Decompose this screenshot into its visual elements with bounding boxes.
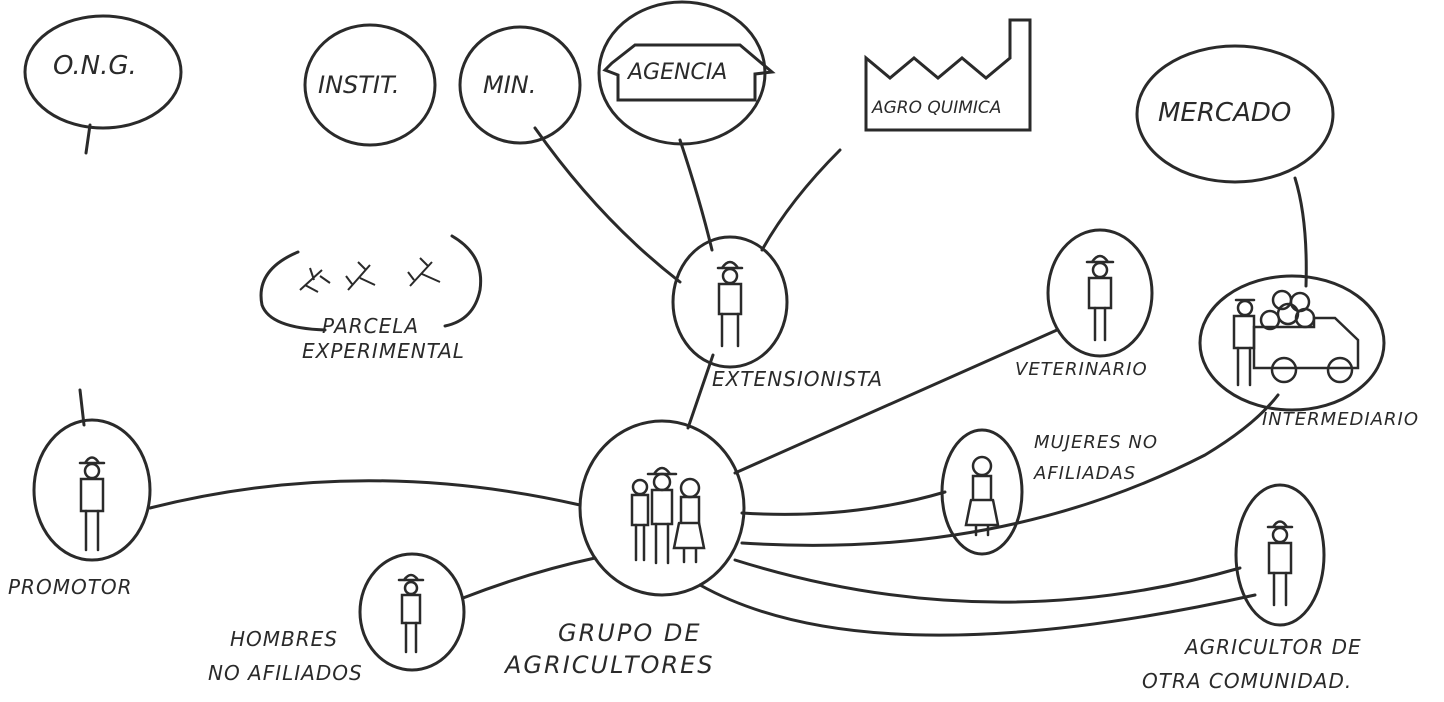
- agencia-label: AGENCIA: [628, 60, 728, 85]
- agencia-house-icon: [602, 43, 776, 102]
- line-mercado-intermediario: [1293, 176, 1308, 288]
- mujeres-person-icon: [964, 455, 1000, 537]
- line-hombres-grupo: [461, 556, 597, 600]
- line-ong: [84, 123, 92, 155]
- agroquimica-label: AGRO QUIMICA: [872, 98, 1002, 118]
- ong-label: O.N.G.: [53, 51, 137, 81]
- parcela-outline: [259, 250, 327, 332]
- veterinario-label: VETERINARIO: [1015, 359, 1148, 380]
- intermediario-node: [1198, 274, 1386, 412]
- hombres-node: [358, 552, 466, 672]
- mujeres-node: [940, 428, 1024, 556]
- line-promotor-grupo: [148, 479, 582, 510]
- grupo-label-2: AGRICULTORES: [505, 651, 715, 679]
- grupo-people-icon: [630, 466, 706, 565]
- grupo-label-1: GRUPO DE: [558, 619, 702, 647]
- mercado-node: [1135, 44, 1335, 184]
- ong-node: [23, 14, 183, 130]
- parcela-label-2: EXPERIMENTAL: [302, 339, 465, 363]
- promotor-label: PROMOTOR: [8, 575, 133, 599]
- intermediario-label: INTERMEDIARIO: [1262, 409, 1420, 430]
- promotor-person-icon: [78, 456, 106, 552]
- veterinario-person-icon: [1085, 254, 1115, 342]
- promotor-node: [32, 418, 152, 562]
- line-grupo-agricultor: [733, 558, 1242, 604]
- line-promotor-top: [78, 388, 86, 427]
- line-extension-grupo: [686, 353, 715, 430]
- instit-label: INSTIT.: [318, 71, 400, 99]
- veterinario-node: [1046, 228, 1154, 358]
- parcela-label-1: PARCELA: [322, 314, 420, 338]
- hombres-person-icon: [397, 573, 425, 654]
- mujeres-label-1: MUJERES NO: [1034, 432, 1159, 453]
- min-label: MIN.: [483, 71, 537, 99]
- parcela-outline-right: [443, 234, 483, 328]
- factory-icon: [864, 18, 1032, 132]
- line-grupo-intermediario: [740, 393, 1280, 547]
- line-agroquimica-extension: [760, 148, 842, 252]
- agricultor-label-2: OTRA COMUNIDAD.: [1142, 669, 1353, 693]
- intermediario-truck-icon: [1232, 289, 1360, 387]
- extensionista-node: [671, 235, 789, 369]
- mercado-label: MERCADO: [1158, 98, 1292, 128]
- instit-node: [303, 23, 437, 147]
- mujeres-label-2: AFILIADAS: [1034, 463, 1137, 484]
- line-grupo-mujeres: [740, 490, 947, 516]
- line-grupo-otra: [698, 583, 1257, 637]
- agricultor-person-icon: [1266, 520, 1294, 607]
- agricultor-node: [1234, 483, 1326, 627]
- line-min-extension: [533, 126, 682, 284]
- grupo-node: [578, 419, 746, 597]
- extensionista-person-icon: [716, 260, 744, 348]
- line-grupo-veterinario: [733, 328, 1059, 475]
- extensionista-label: EXTENSIONISTA: [712, 367, 884, 391]
- hombres-label-1: HOMBRES: [230, 627, 338, 651]
- hombres-label-2: NO AFILIADOS: [208, 661, 363, 685]
- line-agencia-extension: [678, 138, 714, 252]
- min-node: [458, 25, 582, 145]
- agricultor-label-1: AGRICULTOR DE: [1185, 635, 1362, 659]
- plants-icon: [299, 257, 441, 293]
